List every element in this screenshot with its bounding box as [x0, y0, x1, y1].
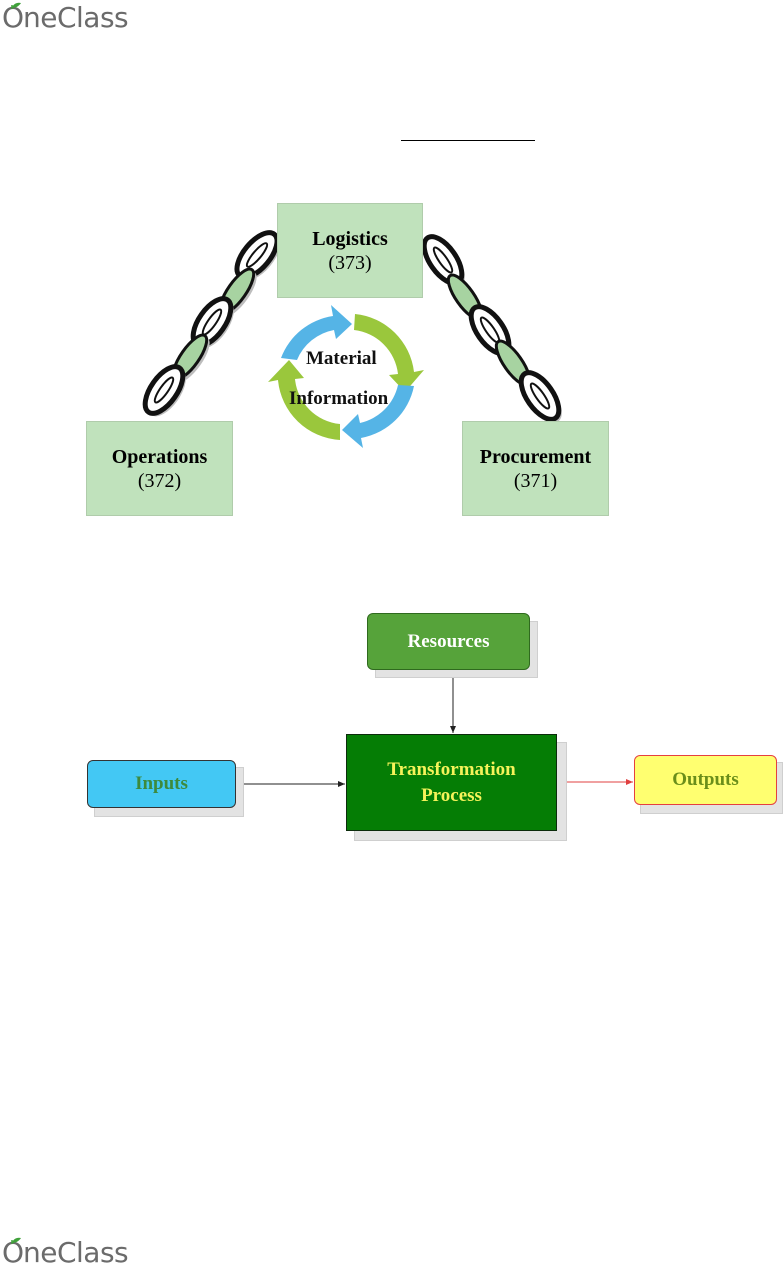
- oneclass-logo-footer: O neClass: [2, 1237, 128, 1269]
- process-label-line2: Process: [387, 783, 515, 809]
- resources-label: Resources: [408, 629, 490, 655]
- logo-text: neClass: [23, 1237, 128, 1269]
- resources-node: Resources: [367, 613, 530, 670]
- outputs-label: Outputs: [672, 767, 739, 793]
- outputs-node: Outputs: [634, 755, 777, 805]
- inputs-label: Inputs: [135, 771, 188, 797]
- transformation-process-node: Transformation Process: [346, 734, 557, 831]
- inputs-node: Inputs: [87, 760, 236, 808]
- logo-leaf-o: O: [2, 1237, 24, 1269]
- process-label-line1: Transformation: [387, 757, 515, 783]
